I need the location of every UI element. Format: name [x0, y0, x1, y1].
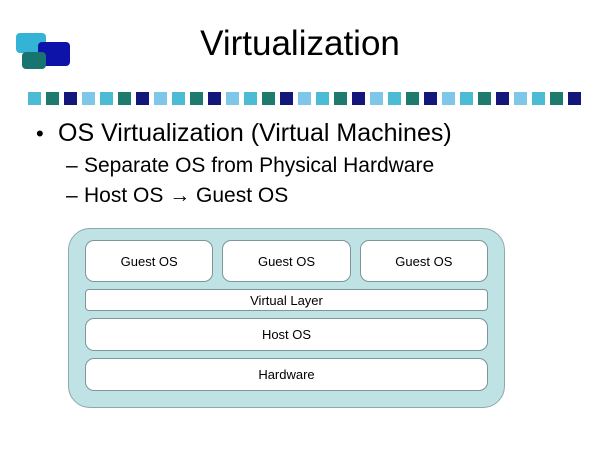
decor-square: [100, 92, 113, 105]
bullet-item-level1: • OS Virtualization (Virtual Machines): [36, 116, 575, 151]
decor-square: [82, 92, 95, 105]
decor-square: [388, 92, 401, 105]
host-os-box: Host OS: [85, 318, 488, 351]
virtualization-logo-icon: [14, 31, 76, 73]
decor-square: [514, 92, 527, 105]
decor-square: [442, 92, 455, 105]
decor-square: [244, 92, 257, 105]
host-os-label: Host OS: [261, 327, 312, 342]
bullet-marker-dash: –: [66, 184, 78, 207]
decor-square: [352, 92, 365, 105]
decor-square: [280, 92, 293, 105]
guest-os-box-3: Guest OS: [359, 240, 488, 282]
decor-square: [298, 92, 311, 105]
decor-square: [64, 92, 77, 105]
guest-os-box-2-label: Guest OS: [257, 253, 316, 269]
guest-os-row: Guest OS Guest OS Guest OS: [85, 240, 488, 282]
virtual-layer-box: Virtual Layer: [85, 289, 488, 311]
decor-square: [478, 92, 491, 105]
guest-os-box-1-label: Guest OS: [120, 253, 178, 269]
virtual-layer-label: Virtual Layer: [250, 292, 323, 308]
bullet-text-separate-os: Separate OS from Physical Hardware: [84, 154, 435, 177]
guest-os-box-2: Guest OS: [222, 240, 351, 282]
decor-square: [172, 92, 185, 105]
decor-square: [532, 92, 545, 105]
slide-title: Virtualization: [200, 24, 400, 63]
decor-square: [316, 92, 329, 105]
decor-square: [262, 92, 275, 105]
virtualization-stack-diagram: Guest OS Guest OS Guest OS Virtual Layer…: [68, 228, 505, 408]
decor-square: [136, 92, 149, 105]
decor-square: [406, 92, 419, 105]
decor-square: [370, 92, 383, 105]
guest-os-box-3-label: Guest OS: [395, 253, 453, 269]
decor-square: [46, 92, 59, 105]
decor-square: [226, 92, 239, 105]
bullet-text-os-virtualization: OS Virtualization (Virtual Machines): [58, 119, 452, 147]
logo-chip-teal-icon: [22, 52, 46, 69]
slide-header: Virtualization: [0, 0, 600, 92]
decor-square: [208, 92, 221, 105]
hardware-box: Hardware: [85, 358, 488, 391]
bullet-list: • OS Virtualization (Virtual Machines) –…: [30, 116, 575, 211]
hardware-label: Hardware: [258, 367, 315, 382]
bullet-text-host-guest-os: Host OS → Guest OS: [84, 184, 289, 207]
decor-square: [460, 92, 473, 105]
decor-square: [190, 92, 203, 105]
decor-square: [154, 92, 167, 105]
decor-square: [550, 92, 563, 105]
decorative-square-band: [28, 92, 581, 105]
decor-square: [28, 92, 41, 105]
decor-square: [496, 92, 509, 105]
decor-square: [424, 92, 437, 105]
bullet-item-level2-separate-os: – Separate OS from Physical Hardware: [66, 151, 575, 181]
decor-square: [568, 92, 581, 105]
bullet-marker-dot: •: [36, 121, 44, 146]
bullet-item-level2-host-guest: – Host OS → Guest OS: [66, 181, 575, 211]
decor-square: [118, 92, 131, 105]
bullet-marker-dash: –: [66, 154, 78, 177]
guest-os-box-1: Guest OS: [85, 240, 214, 282]
decor-square: [334, 92, 347, 105]
